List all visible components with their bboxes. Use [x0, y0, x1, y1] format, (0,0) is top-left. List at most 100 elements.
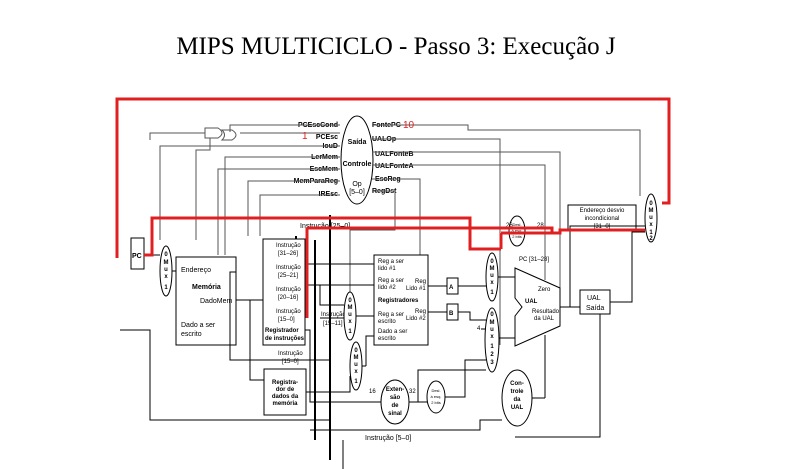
svg-text:incondicional: incondicional [585, 216, 620, 222]
control-signals-right: FontePC UALOp UALFonteB UALFonteA EscReg… [372, 122, 414, 195]
svg-text:[15–0]: [15–0] [282, 359, 299, 365]
svg-text:28: 28 [537, 223, 544, 229]
svg-text:[5–0]: [5–0] [349, 189, 365, 196]
svg-text:trole: trole [510, 389, 524, 395]
svg-text:0: 0 [490, 259, 494, 265]
svg-text:1: 1 [164, 285, 168, 291]
svg-text:M: M [649, 208, 654, 214]
svg-text:escrito: escrito [181, 331, 202, 338]
svg-text:[25–21]: [25–21] [278, 273, 298, 279]
svg-text:Endereço desvio: Endereço desvio [580, 208, 625, 214]
svg-text:Op: Op [352, 181, 361, 188]
svg-text:B: B [449, 311, 454, 317]
svg-text:Instrução: Instrução [276, 243, 301, 249]
svg-text:2 bits: 2 bits [431, 400, 441, 405]
svg-text:u: u [354, 362, 358, 368]
svg-text:[20–16]: [20–16] [278, 295, 298, 301]
svg-text:são: são [390, 395, 401, 401]
pc-label: PC [132, 253, 142, 260]
svg-text:0: 0 [490, 312, 494, 318]
svg-text:1: 1 [490, 290, 494, 296]
svg-text:Reg a ser: Reg a ser [378, 312, 404, 318]
svg-text:memória: memória [272, 401, 298, 407]
instruction-register [262, 238, 306, 346]
svg-text:dor de: dor de [276, 387, 295, 393]
svg-text:2: 2 [490, 352, 494, 358]
svg-text:sinal: sinal [388, 411, 402, 417]
svg-text:Saída: Saída [586, 305, 604, 312]
svg-text:u: u [164, 267, 168, 273]
control-unit: Saída Controle Op [5–0] [340, 115, 374, 205]
fontepc-annotation: 10 [403, 120, 415, 131]
svg-text:à esq.: à esq. [431, 394, 442, 399]
svg-text:u: u [490, 327, 494, 333]
svg-text:0: 0 [348, 298, 352, 304]
alu-out-register [579, 289, 611, 315]
svg-text:Reg a ser: Reg a ser [378, 278, 404, 284]
svg-text:Desl.: Desl. [431, 388, 440, 393]
svg-text:0: 0 [354, 348, 358, 354]
datapath-wires [120, 225, 645, 469]
svg-text:UAL: UAL [511, 405, 524, 411]
svg-text:da UAL: da UAL [534, 316, 555, 322]
svg-text:Reg a ser: Reg a ser [378, 259, 404, 265]
svg-text:lido #2: lido #2 [378, 285, 396, 291]
svg-text:1: 1 [354, 379, 358, 385]
svg-text:Registra-: Registra- [272, 380, 298, 386]
svg-text:u: u [348, 312, 352, 318]
svg-text:Dado a ser: Dado a ser [181, 322, 216, 329]
svg-text:DadoMem: DadoMem [200, 298, 232, 305]
svg-text:Endereço: Endereço [181, 267, 211, 274]
svg-text:x: x [348, 319, 352, 325]
svg-text:1: 1 [490, 344, 494, 350]
svg-text:0: 0 [164, 252, 168, 258]
svg-text:[15–0]: [15–0] [278, 317, 295, 323]
svg-text:da: da [513, 397, 521, 403]
signal-ualfontea: UALFonteA [375, 163, 414, 170]
svg-text:A: A [449, 285, 454, 291]
svg-text:Instrução: Instrução [278, 351, 303, 357]
svg-text:26: 26 [506, 223, 513, 229]
svg-text:u: u [649, 215, 653, 221]
svg-text:1: 1 [348, 329, 352, 335]
svg-text:M: M [164, 260, 169, 266]
svg-text:4: 4 [477, 326, 481, 332]
svg-text:Instrução: Instrução [276, 287, 301, 293]
svg-text:[31–26]: [31–26] [278, 251, 298, 257]
svg-text:Lido #1: Lido #1 [406, 286, 426, 292]
svg-text:Resultado: Resultado [532, 309, 560, 315]
svg-text:Dado a ser: Dado a ser [378, 329, 407, 335]
svg-text:Saída: Saída [348, 139, 367, 146]
svg-text:Instrução [5–0]: Instrução [5–0] [365, 435, 411, 442]
svg-text:PC [31–28]: PC [31–28] [519, 257, 549, 263]
memory-data-register [263, 368, 307, 416]
svg-text:x: x [649, 222, 653, 228]
slide-title: MIPS MULTICICLO - Passo 3: Execução J [176, 33, 616, 60]
signal-ualfonteb: UALFonteB [375, 151, 414, 158]
svg-text:32: 32 [409, 389, 416, 395]
svg-text:lido #1: lido #1 [378, 266, 396, 272]
svg-text:de instruções: de instruções [265, 336, 305, 342]
svg-text:2: 2 [649, 236, 653, 242]
svg-text:Exten-: Exten- [386, 387, 404, 393]
svg-text:2 bits: 2 bits [512, 234, 522, 239]
svg-text:M: M [490, 320, 495, 326]
svg-text:UAL: UAL [525, 299, 538, 305]
svg-text:M: M [348, 305, 353, 311]
register-file [373, 254, 429, 346]
pcesc-annotation: 1 [302, 131, 308, 142]
svg-text:16: 16 [369, 389, 376, 395]
highlighted-path [115, 97, 671, 318]
svg-text:escrito: escrito [378, 336, 396, 342]
svg-text:Zero: Zero [538, 287, 551, 293]
svg-text:u: u [490, 273, 494, 279]
signal-pcesc: PCEsc [316, 134, 338, 141]
svg-text:x: x [490, 280, 494, 286]
svg-text:3: 3 [490, 360, 494, 366]
shift-left-2-jump [508, 215, 526, 247]
svg-text:M: M [354, 355, 359, 361]
pcsource-mux [644, 193, 658, 243]
svg-text:x: x [354, 369, 358, 375]
svg-text:Instrução: Instrução [276, 309, 301, 315]
